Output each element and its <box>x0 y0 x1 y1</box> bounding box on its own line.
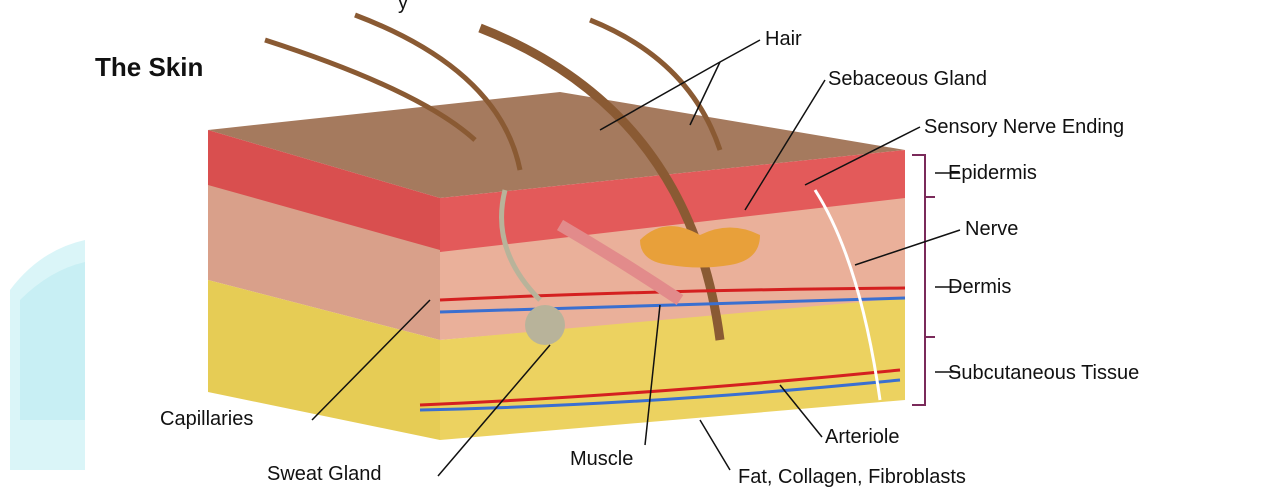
label-nerve: Nerve <box>965 218 1018 241</box>
label-arteriole: Arteriole <box>825 426 899 449</box>
sweat-gland-coil <box>525 305 565 345</box>
label-sweat-gland: Sweat Gland <box>267 463 382 486</box>
label-subcutaneous-tissue: Subcutaneous Tissue <box>948 362 1139 385</box>
label-fat-collagen-fibroblasts: Fat, Collagen, Fibroblasts <box>738 466 966 489</box>
label-capillaries: Capillaries <box>160 408 253 431</box>
label-epidermis: Epidermis <box>948 162 1037 185</box>
label-hair: Hair <box>765 28 802 51</box>
label-muscle: Muscle <box>570 448 633 471</box>
label-sensory-nerve-ending: Sensory Nerve Ending <box>924 116 1124 139</box>
label-dermis: Dermis <box>948 276 1011 299</box>
label-sebaceous-gland: Sebaceous Gland <box>828 68 987 91</box>
top-caption: y <box>398 0 408 15</box>
layer-bracket <box>912 155 935 405</box>
diagram-title: The Skin <box>95 52 203 83</box>
